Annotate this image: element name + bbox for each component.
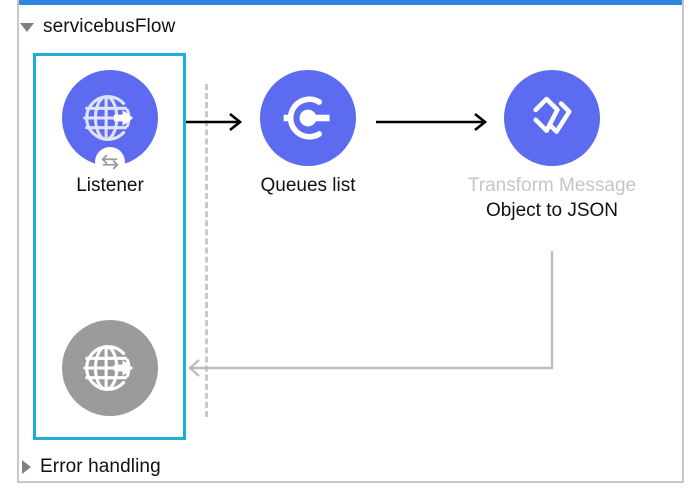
node-transform-message-sublabel: Object to JSON <box>486 200 618 221</box>
flow-title: servicebusFlow <box>43 16 176 37</box>
connector-c-icon <box>283 96 330 140</box>
globe-arrow-icon <box>83 345 134 391</box>
error-handling-title: Error handling <box>40 456 161 477</box>
node-listener-circle[interactable] <box>62 70 158 177</box>
canvas-frame-left <box>17 0 19 483</box>
accent-top-bar <box>19 0 682 5</box>
node-transform-message[interactable]: Transform Message Object to JSON <box>467 70 637 224</box>
node-error-handler-circle[interactable] <box>62 320 158 416</box>
canvas-frame-bottom <box>17 481 684 483</box>
bidirectional-arrows-icon <box>101 154 119 170</box>
scope-divider <box>205 84 208 417</box>
transform-v-icon <box>533 96 572 134</box>
node-listener-label: Listener <box>76 175 144 196</box>
listener-sync-badge <box>95 147 125 177</box>
flow-header[interactable]: servicebusFlow <box>20 16 175 38</box>
canvas-frame-right <box>682 0 684 483</box>
node-error-handler[interactable] <box>50 320 170 416</box>
triangle-right-icon[interactable] <box>22 460 31 474</box>
error-handling-header[interactable]: Error handling <box>22 456 161 478</box>
globe-arrow-icon <box>83 95 134 141</box>
connector-listener-to-queues <box>186 112 243 132</box>
node-queues-list-circle[interactable] <box>260 70 356 166</box>
node-listener[interactable]: Listener <box>50 70 170 198</box>
triangle-down-icon[interactable] <box>20 22 34 32</box>
connector-transform-to-error <box>188 251 554 377</box>
node-transform-message-label: Transform Message <box>467 175 637 196</box>
node-queues-list[interactable]: Queues list <box>248 70 368 198</box>
node-transform-message-circle[interactable] <box>504 70 600 166</box>
node-queues-list-label: Queues list <box>260 175 356 196</box>
selection-outline[interactable] <box>33 53 186 440</box>
